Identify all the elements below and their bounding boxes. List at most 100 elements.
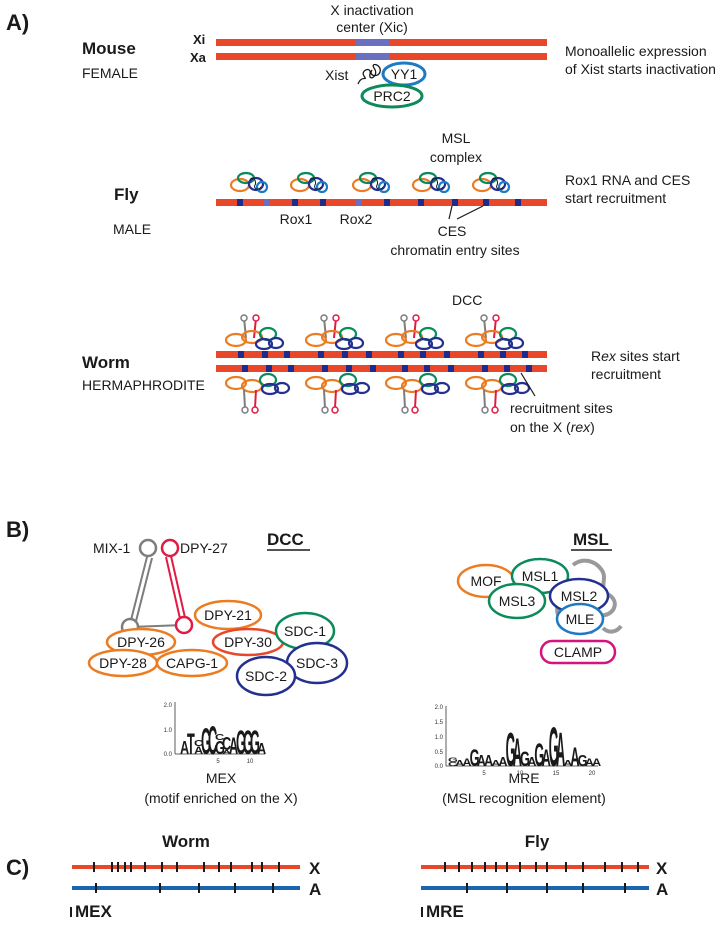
- panel-c-label: C): [6, 855, 29, 880]
- xic-region-xa: [356, 53, 390, 60]
- dpy21-label: DPY-21: [204, 607, 252, 623]
- worm-top-grey-hinge-2: [400, 314, 408, 322]
- mre-col8-G-0: G: [506, 724, 516, 777]
- fly-cluster-blue-4: [497, 180, 511, 194]
- rex-label-2c: ): [590, 419, 595, 435]
- mix1-coil-a: [129, 556, 148, 625]
- worm-bot-green-3: [498, 372, 518, 388]
- rex-label-2a: on the X (: [510, 419, 571, 435]
- msl-complex-label-1: MSL: [442, 130, 471, 146]
- worm-site-top-0: [238, 351, 244, 358]
- worm-site-top-6: [398, 351, 404, 358]
- fly-rox-rna-1: [309, 177, 322, 190]
- mre-xtick-10: 10: [517, 771, 524, 777]
- worm-bot-grey-hinge-0: [241, 406, 249, 414]
- mre-col7-A-0: A: [498, 754, 508, 769]
- worm-top-red-hinge-0: [252, 314, 260, 322]
- panel-b-label: B): [6, 517, 29, 542]
- mex-xtick-10: 10: [247, 759, 254, 765]
- fly-cluster-navy-4: [489, 176, 507, 192]
- fly-a-tick-4: [624, 883, 626, 893]
- mex-desc: (motif enriched on the X): [144, 790, 297, 806]
- worm-note-1: Rex sites start: [591, 348, 680, 364]
- mex-col7-A-0: A: [229, 734, 238, 760]
- worm-bot-orange-a-0: [224, 375, 248, 391]
- mex-name: MEX: [206, 770, 237, 786]
- worm-bot-navy-a-3: [500, 382, 520, 396]
- fly-site-5: [384, 199, 390, 206]
- mex-col0-A-0: A: [180, 739, 190, 759]
- fly-x-tick-7: [535, 862, 537, 872]
- mre-col17-A-0: A: [570, 743, 579, 772]
- dpy26-label: DPY-26: [117, 634, 165, 650]
- worm-x-tick-11: [251, 862, 253, 872]
- worm-bot-grey-coil-1: [323, 389, 326, 409]
- mre-legend-tick: [421, 907, 423, 917]
- worm-sex: HERMAPHRODITE: [82, 377, 205, 393]
- worm-bot-red-hinge-1: [331, 406, 339, 414]
- fly-sex: MALE: [113, 221, 151, 237]
- worm-bottom-complexes: [224, 372, 531, 414]
- mre-col18-G-0: G: [578, 753, 588, 771]
- worm-site-top-5: [366, 351, 372, 358]
- worm-bot-green-0: [258, 372, 278, 388]
- dpy21-oval: [193, 599, 263, 631]
- mex-xtick-5: 5: [216, 759, 220, 765]
- worm-top-orange-a-3: [464, 332, 488, 348]
- mre-col0-G-1: G: [448, 757, 458, 764]
- fly-rox-rna-0: [249, 177, 262, 190]
- dcc-label: DCC: [452, 292, 482, 308]
- fly-rox-rna-2: [371, 177, 384, 190]
- fly-site-6: [418, 199, 424, 206]
- fly-entry-sites: [237, 199, 521, 206]
- mre-legend-label: MRE: [426, 902, 464, 921]
- mouse-row: Mouse FEMALE Xi Xa X inactivation center…: [82, 2, 716, 109]
- worm-site-top-2: [284, 351, 290, 358]
- worm-note-rest: sites start: [616, 348, 680, 364]
- mex-legend-label: MEX: [75, 902, 113, 921]
- worm-bot-grey-coil-0: [243, 389, 246, 409]
- worm-x-tick-7: [176, 862, 178, 872]
- fly-x-tick-13: [637, 862, 639, 872]
- mre-col4-A-0: A: [477, 753, 487, 771]
- worm-site-top-10: [500, 351, 506, 358]
- worm-site-bot-11: [526, 365, 532, 372]
- worm-bot-red-hinge-0: [251, 406, 259, 414]
- fly-cluster-blue-1: [315, 180, 329, 194]
- fly-site-0: [237, 199, 243, 206]
- capg1-oval: [155, 648, 229, 678]
- worm-note-r: R: [591, 348, 601, 364]
- worm-bot-navy-a-0: [260, 382, 280, 396]
- worm-x-tick-0: [93, 862, 95, 872]
- prc2-label: PRC2: [373, 88, 411, 104]
- worm-bot-orange-b-1: [320, 378, 344, 394]
- fly-site-4: [356, 199, 362, 206]
- worm-site-top-3: [318, 351, 324, 358]
- worm-row: DCC Worm HERMAPHRODITE Rex sites start r…: [82, 292, 680, 435]
- mix1-hinge: [138, 538, 158, 558]
- dpy27-hinge: [160, 538, 180, 558]
- worm-top-navy-b-2: [427, 336, 445, 350]
- worm-c-title: Worm: [162, 832, 210, 851]
- mex-ytick-2: 2.0: [164, 703, 173, 709]
- fly-x-tick-5: [506, 862, 508, 872]
- capg1-label: CAPG-1: [166, 655, 218, 671]
- msl1-label: MSL1: [522, 568, 559, 584]
- mre-col10-G-0: G: [520, 747, 530, 771]
- worm-site-bot-1: [266, 365, 272, 372]
- fly-x-tick-3: [484, 862, 486, 872]
- worm-bot-red-coil-0: [254, 389, 257, 409]
- mre-col19-A-0: A: [585, 757, 595, 769]
- xic-label-2: center (Xic): [336, 19, 408, 35]
- worm-bot-grey-hinge-3: [481, 406, 489, 414]
- rex-label-1: recruitment sites: [510, 400, 613, 416]
- mre-xtick-15: 15: [553, 771, 560, 777]
- worm-site-bot-3: [322, 365, 328, 372]
- worm-site-top-9: [478, 351, 484, 358]
- msl-complex-label-2: complex: [430, 149, 482, 165]
- fly-x-tick-11: [604, 862, 606, 872]
- worm-name: Worm: [82, 353, 130, 372]
- mex-col10-G-0: G: [250, 722, 260, 762]
- clamp-label: CLAMP: [554, 644, 602, 660]
- fly-x-tick-8: [546, 862, 548, 872]
